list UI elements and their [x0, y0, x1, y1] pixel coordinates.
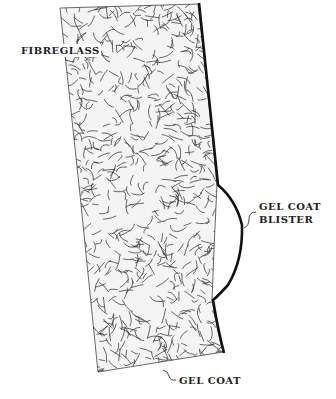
gel-coat-label: GEL COAT — [178, 374, 242, 387]
blister-leader — [244, 212, 256, 228]
fibreglass-label: FIBREGLASS — [20, 44, 101, 57]
blister-label: GEL COAT BLISTER — [258, 200, 322, 226]
fibre-texture — [41, 0, 241, 388]
gel-coat-line — [199, 3, 242, 353]
gel-coat-leader — [163, 370, 176, 380]
fibre-strokes — [41, 0, 241, 388]
